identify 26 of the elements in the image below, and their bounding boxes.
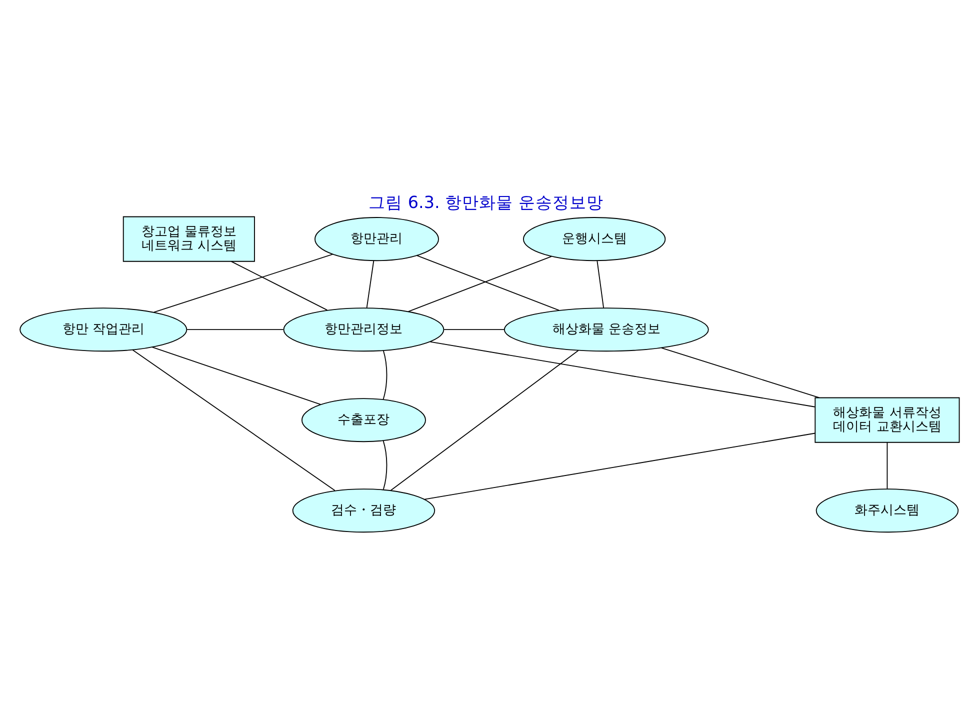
connector [152, 346, 322, 404]
node-ellipse: 화주시스템 [816, 488, 959, 532]
node-box: 창고업 물류정보 네트워크 시스템 [122, 216, 255, 262]
connector [132, 349, 336, 490]
connector [886, 442, 888, 489]
connector [430, 340, 816, 407]
node-box: 해상화물 서류작성 데이터 교환시스템 [814, 396, 960, 442]
connector [444, 328, 505, 330]
connector [390, 350, 579, 490]
node-ellipse: 검수・검량 [292, 488, 436, 532]
connector [382, 350, 388, 400]
connector [154, 253, 333, 312]
connector [661, 346, 820, 398]
connector [596, 260, 604, 308]
connector [186, 328, 284, 330]
connector [382, 440, 388, 490]
node-ellipse: 수출포장 [301, 398, 426, 442]
node-ellipse: 해상화물 운송정보 [504, 307, 709, 352]
connector [230, 260, 328, 310]
node-ellipse: 항만 작업관리 [20, 307, 188, 352]
node-ellipse: 항만관리 [314, 216, 439, 261]
node-ellipse: 항만관리정보 [283, 307, 444, 352]
connector [366, 260, 374, 308]
connector [424, 432, 816, 500]
diagram-title: 그림 6.3. 항만화물 운송정보망 [368, 191, 604, 212]
node-ellipse: 운행시스템 [522, 216, 666, 261]
